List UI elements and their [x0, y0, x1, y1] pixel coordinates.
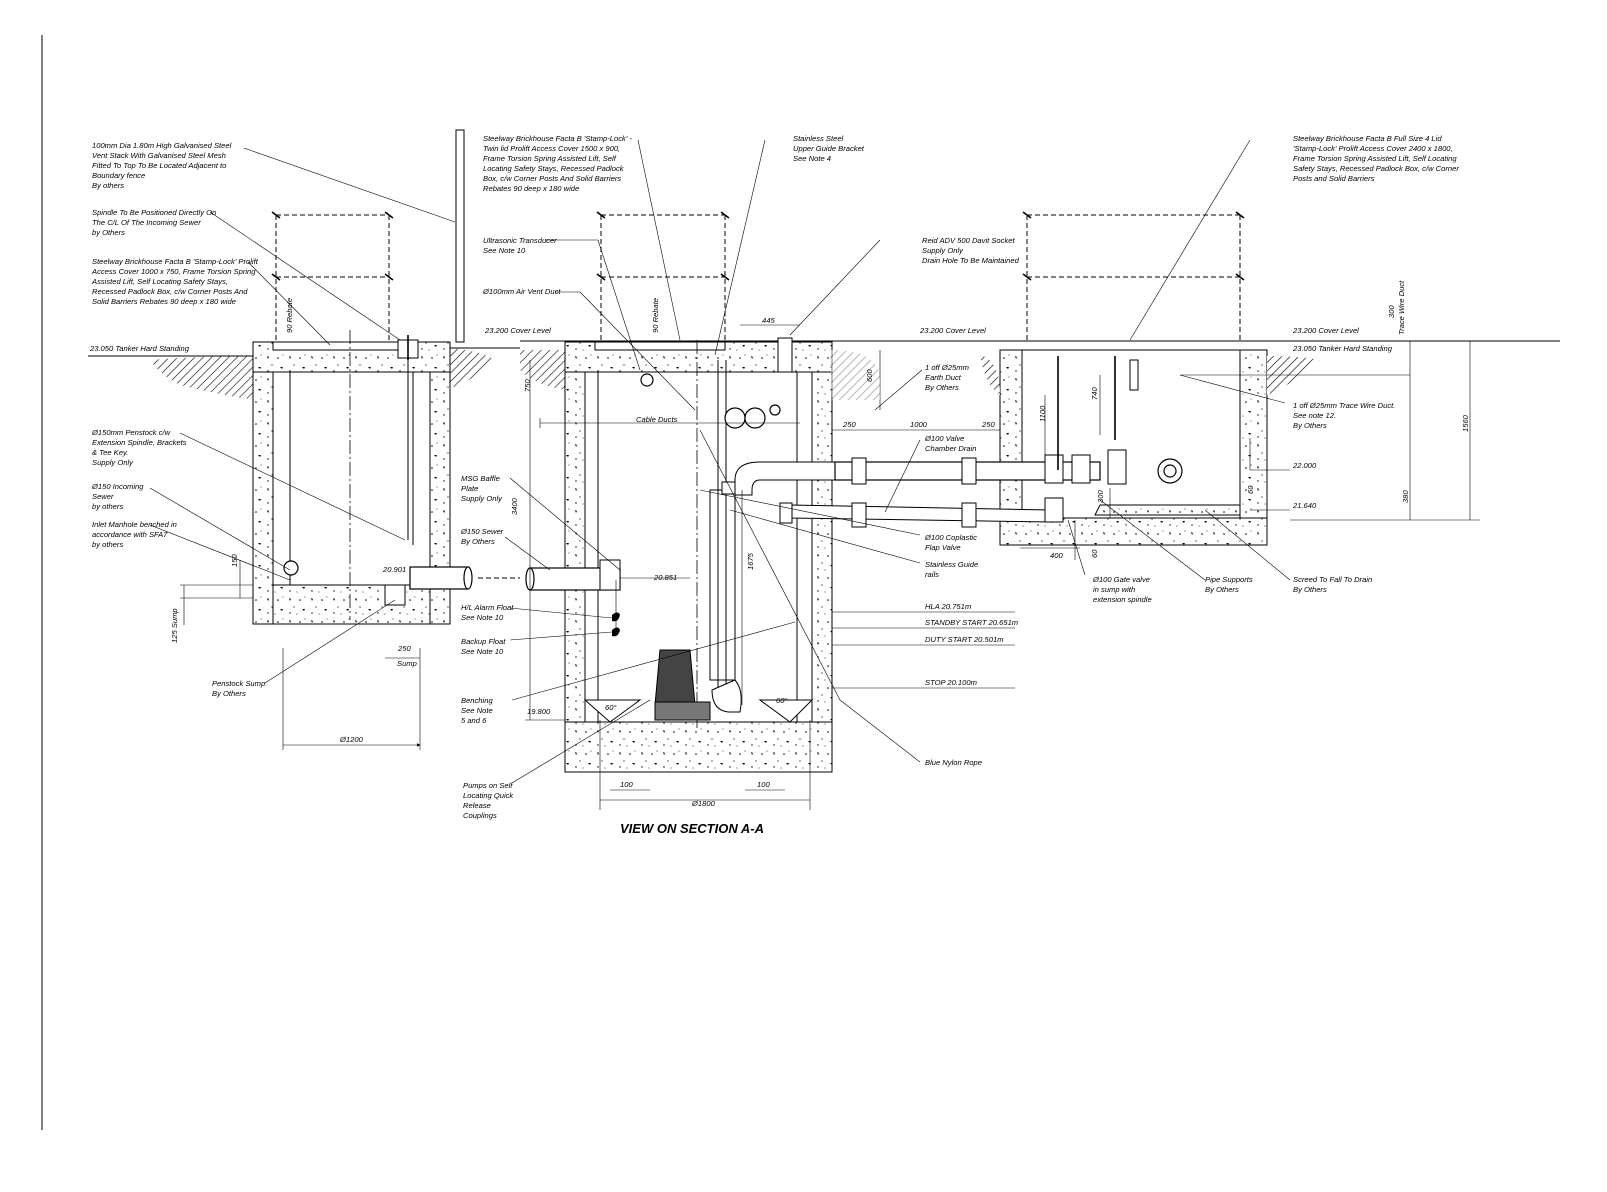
level-base: 19.800	[527, 707, 551, 716]
dim-125-sump: 125 Sump	[170, 608, 179, 643]
level-duty: DUTY START 20.501m	[925, 635, 1004, 644]
level-chamber-floor: 21.640	[1292, 501, 1317, 510]
dim-rebate-left: 90 Rebate	[285, 298, 294, 333]
level-pipe: 22.000	[1292, 461, 1317, 470]
dim-250a: 250	[842, 420, 856, 429]
dim-300-trace: 300	[1387, 305, 1396, 318]
callout-trace-wire: 1 off Ø25mm Trace Wire Duct.See note 12.…	[1293, 401, 1395, 430]
inlet-manhole	[88, 129, 520, 750]
dim-3400: 3400	[510, 497, 519, 515]
dim-400: 400	[1050, 551, 1063, 560]
dim-1675: 1675	[746, 552, 755, 570]
dimension-text: 90 Rebate 90 Rebate 445 150 125 Sump 250…	[170, 280, 1470, 808]
dim-angle-60a: 60°	[605, 703, 616, 712]
level-sewer-invert: 20.851	[653, 573, 677, 582]
dim-380: 380	[1401, 490, 1410, 503]
level-standby: STANDBY START 20.651m	[925, 618, 1018, 627]
dim-angle-60b: 60°	[776, 696, 787, 705]
level-tanker-right: 23.050 Tanker Hard Standing	[1292, 344, 1393, 353]
dim-1200: Ø1200	[339, 735, 364, 744]
dim-rebate-mid: 90 Rebate	[651, 298, 660, 333]
level-cover-mid: 23.200 Cover Level	[484, 326, 551, 335]
dim-1800: Ø1800	[691, 799, 716, 808]
level-hla: HLA 20.751m	[925, 602, 971, 611]
dim-sump-label: Sump	[397, 659, 417, 668]
level-cover-centre: 23.200 Cover Level	[919, 326, 986, 335]
level-cover-right: 23.200 Cover Level	[1292, 326, 1359, 335]
level-inlet-invert: 20.901	[382, 565, 406, 574]
dim-1100: 1100	[1038, 405, 1047, 422]
dim-1000: 1000	[910, 420, 928, 429]
dim-445: 445	[762, 316, 775, 325]
dim-100a: 100	[620, 780, 633, 789]
dim-250-sump: 250	[397, 644, 411, 653]
dim-750: 750	[523, 379, 532, 392]
callout-cover-1500: Steelway Brickhouse Facta B 'Stamp-Lock'…	[483, 134, 632, 193]
level-stop: STOP 20.100m	[925, 678, 977, 687]
valve-chamber	[779, 211, 1560, 560]
callout-cover-2400: Steelway Brickhouse Facta B Full Size 4 …	[1293, 134, 1459, 183]
dim-60b: 60	[1246, 485, 1255, 494]
callout-rope: Blue Nylon Rope	[925, 758, 982, 767]
section-title: VIEW ON SECTION A-A	[620, 821, 764, 836]
dim-1560: 1560	[1461, 414, 1470, 432]
dim-trace-duct: Trace Wire Duct	[1397, 280, 1406, 335]
dim-250b: 250	[981, 420, 995, 429]
dim-300v: 300	[1096, 490, 1105, 503]
leader-lines	[149, 139, 1291, 784]
dim-600: 600	[865, 369, 874, 382]
callout-cable-ducts: Cable Ducts	[636, 415, 678, 424]
dim-100b: 100	[757, 780, 770, 789]
dim-740: 740	[1090, 387, 1099, 400]
callout-air-vent: Ø100mm Air Vent Duct	[482, 287, 561, 296]
callout-cover-1000: Steelway Brickhouse Facta B 'Stamp-Lock'…	[91, 257, 259, 306]
dim-60a: 60	[1090, 549, 1099, 558]
level-tanker-left: 23.050 Tanker Hard Standing	[89, 344, 190, 353]
dim-150: 150	[230, 554, 239, 567]
level-text: 23.050 Tanker Hard Standing 23.200 Cover…	[89, 326, 1393, 716]
